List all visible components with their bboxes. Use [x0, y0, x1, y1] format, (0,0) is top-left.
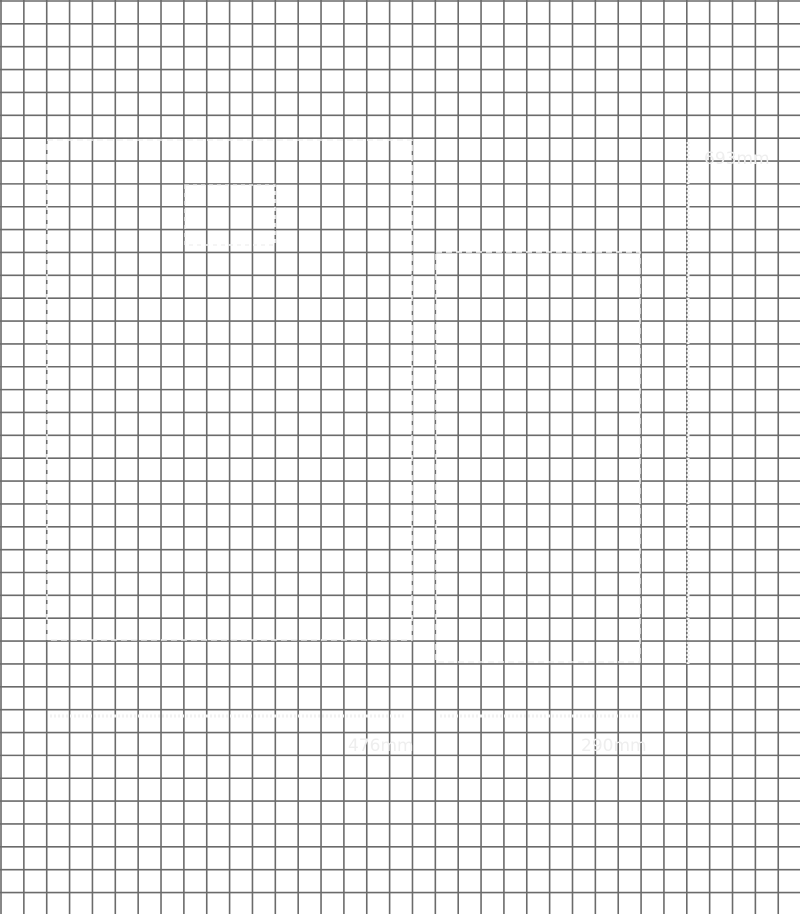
side-view-outline	[435, 251, 641, 663]
height-dimension-label: 693mm	[704, 149, 770, 169]
front-detail-outline	[184, 184, 276, 246]
width-dimension-label: 476mm	[348, 736, 414, 756]
front-view-outline	[46, 139, 413, 641]
depth-dimension-label: 290mm	[581, 736, 647, 756]
